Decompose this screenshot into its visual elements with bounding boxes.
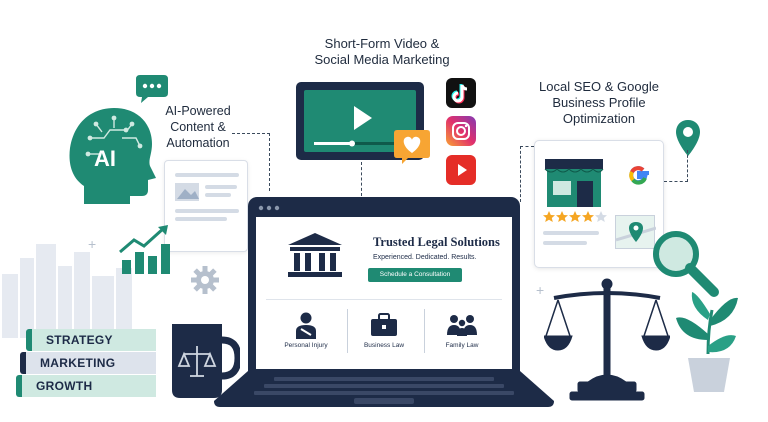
document-card <box>164 160 248 252</box>
sparkle-mark: + <box>536 282 545 298</box>
heart-icon <box>392 128 432 166</box>
seo-callout-line-2: Business Profile <box>552 95 646 110</box>
schedule-consultation-button[interactable]: Schedule a Consultation <box>368 268 462 282</box>
bar-chart-icon <box>116 224 176 276</box>
seo-connector <box>664 150 688 182</box>
storefront-icon <box>543 155 605 209</box>
map-pin-icon <box>674 118 702 158</box>
service-family-law[interactable]: Family Law <box>426 309 498 361</box>
ai-callout-label: AI-Powered Content & Automation <box>150 103 246 151</box>
ai-connector <box>232 133 270 191</box>
ai-callout-line-2: Content & <box>170 120 226 134</box>
website-title: Trusted Legal Solutions <box>373 235 500 249</box>
chat-bubble-icon <box>134 73 170 105</box>
business-profile-card <box>534 140 664 268</box>
ai-head-text: AI <box>94 146 116 171</box>
service-label: Personal Injury <box>284 342 328 349</box>
briefcase-icon <box>371 313 397 336</box>
mug-icon <box>168 318 240 400</box>
star-rating-icon <box>543 211 607 223</box>
service-business-law[interactable]: Business Law <box>348 309 420 361</box>
plant-icon <box>672 290 742 394</box>
video-callout-line-2: Social Media Marketing <box>314 52 450 67</box>
seo-callout-label: Local SEO & Google Business Profile Opti… <box>526 79 672 127</box>
gear-icon <box>190 265 220 295</box>
video-callout-line-1: Short-Form Video & <box>324 36 440 51</box>
book-strategy: STRATEGY <box>26 329 156 351</box>
ai-callout-line-3: Automation <box>166 136 230 150</box>
ai-head-icon: AI <box>66 104 158 204</box>
divider <box>424 309 425 353</box>
ai-callout-line-1: AI-Powered <box>165 104 231 118</box>
divider <box>347 309 348 353</box>
divider <box>266 299 502 300</box>
magnifier-icon <box>648 226 720 298</box>
seo-callout-line-3: Optimization <box>562 111 636 126</box>
service-label: Business Law <box>363 342 405 349</box>
courthouse-icon <box>284 231 346 279</box>
service-label: Family Law <box>445 342 479 349</box>
tiktok-icon[interactable] <box>446 78 476 108</box>
book-marketing: MARKETING <box>20 352 156 374</box>
laptop-screen: Trusted Legal Solutions Experienced. Ded… <box>248 197 520 371</box>
scales-of-justice-icon <box>544 278 670 402</box>
law-firm-website: Trusted Legal Solutions Experienced. Ded… <box>256 217 512 369</box>
youtube-icon[interactable] <box>446 155 476 185</box>
video-connector <box>361 162 362 196</box>
map-thumbnail <box>615 215 656 249</box>
website-subtitle: Experienced. Dedicated. Results. <box>373 254 477 261</box>
seo-callout-line-1: Local SEO & Google <box>539 79 659 94</box>
city-skyline-icon <box>0 228 150 338</box>
family-icon <box>447 315 477 336</box>
service-personal-injury[interactable]: Personal Injury <box>270 309 342 361</box>
instagram-icon[interactable] <box>446 116 476 146</box>
injury-person-icon <box>296 312 316 339</box>
laptop-keyboard-base <box>214 371 554 409</box>
sparkle-mark: + <box>88 236 97 252</box>
google-icon <box>625 161 653 189</box>
laptop-right-connector <box>520 146 534 202</box>
book-growth: GROWTH <box>16 375 156 397</box>
video-callout-label: Short-Form Video & Social Media Marketin… <box>294 36 470 68</box>
